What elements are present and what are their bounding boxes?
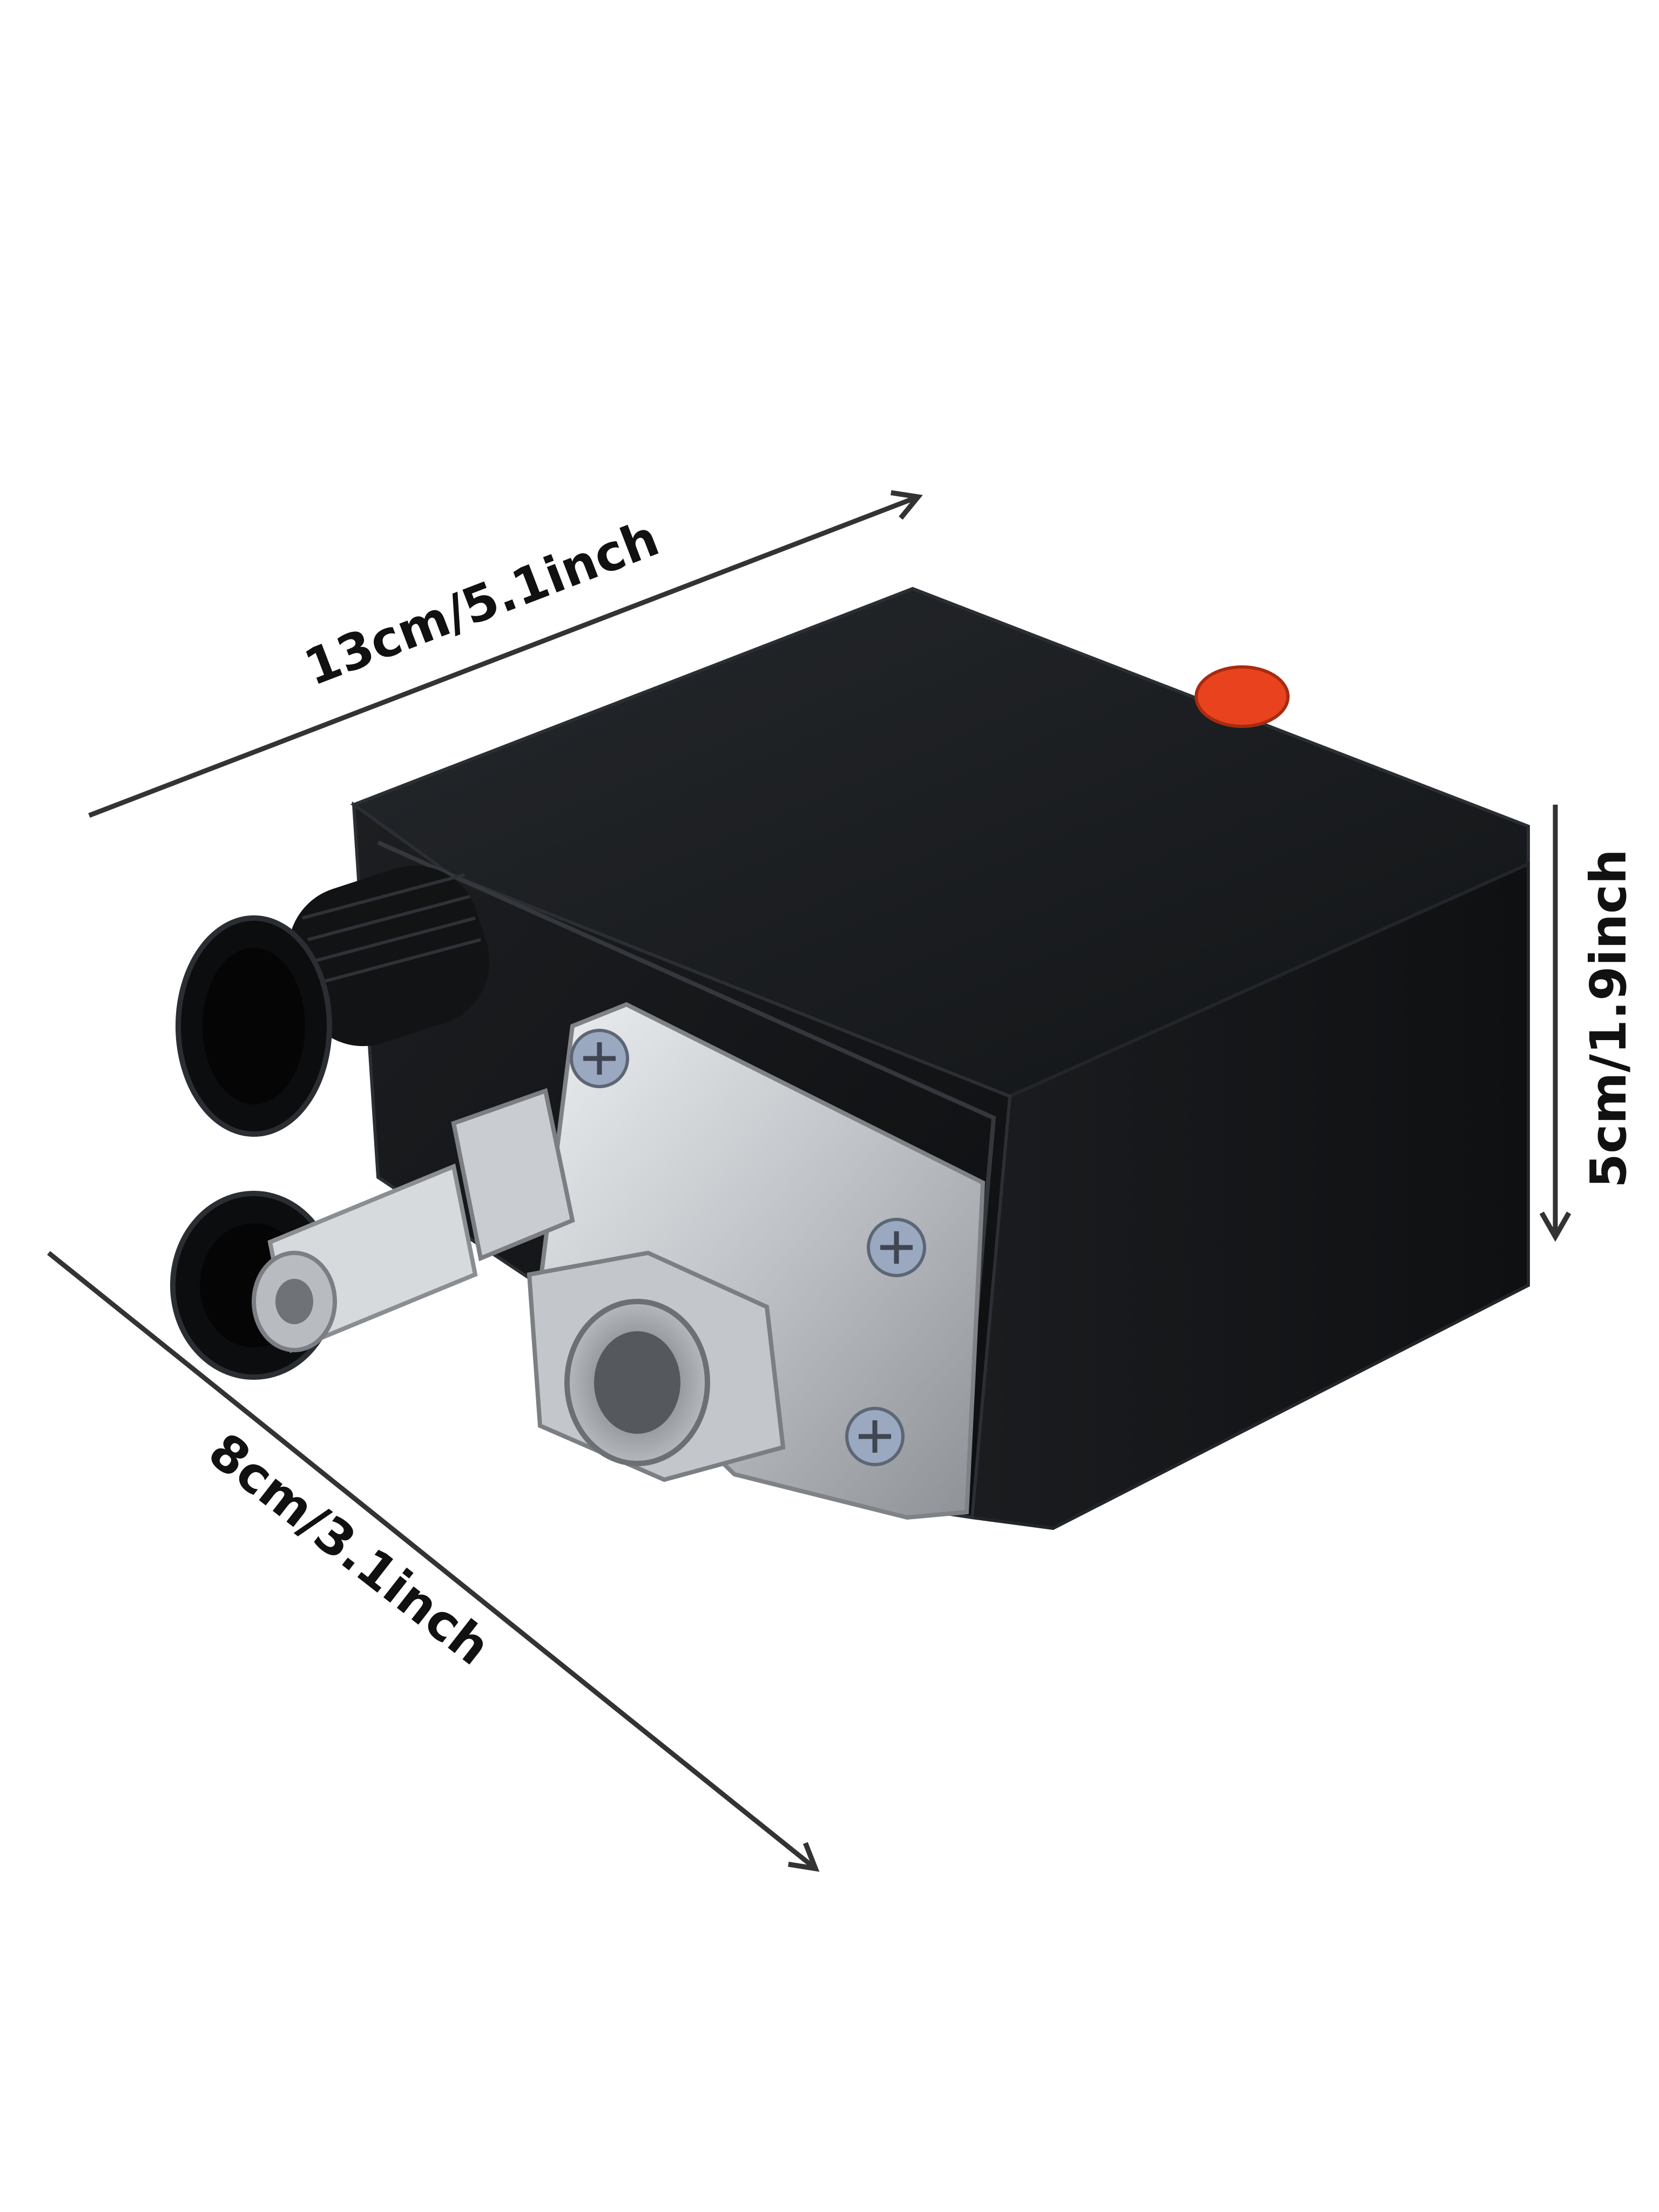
unloader-valve-fitting [252, 1088, 575, 1353]
screw-icon [845, 1407, 905, 1466]
arrow-length-icon [88, 490, 923, 818]
metal-fitting-plate [527, 1002, 986, 1520]
cable-gland-upper [176, 865, 490, 1137]
screw-icon [570, 1029, 629, 1088]
red-button-icon [1195, 665, 1290, 728]
width-dimension-label: 8cm/3.1inch [198, 1422, 501, 1676]
length-dimension-label: 13cm/5.1inch [297, 509, 666, 697]
height-dimension-label: 5cm/1.9inch [1580, 849, 1637, 1188]
arrow-width-icon [47, 1251, 820, 1872]
screw-icon [867, 1218, 926, 1277]
